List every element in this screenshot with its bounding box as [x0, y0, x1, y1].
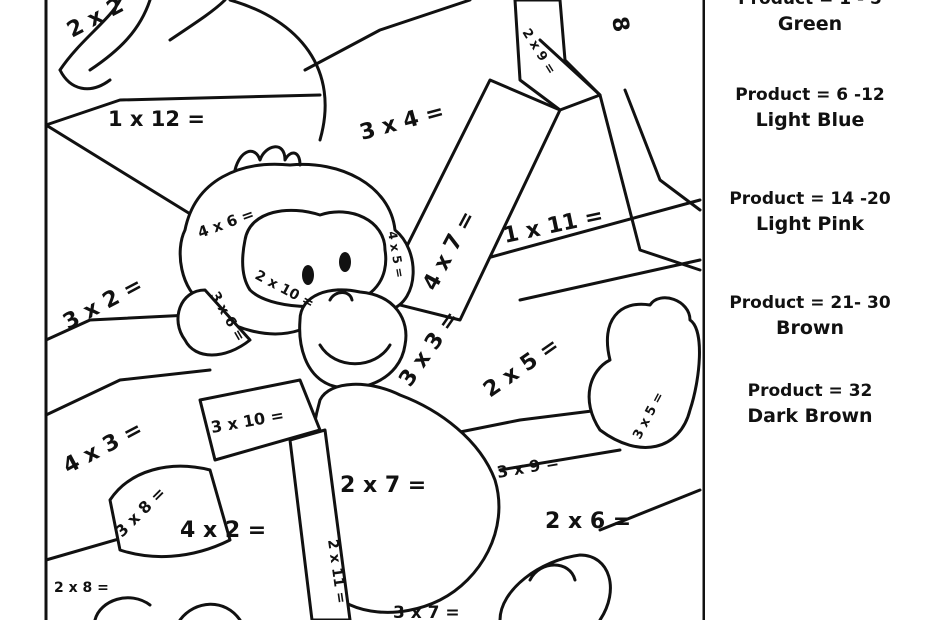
- monkey-ear: [176, 288, 252, 357]
- eq-1x11: 1 x 11 =: [501, 203, 606, 249]
- nose: [328, 291, 354, 302]
- page-border: [44, 0, 705, 620]
- bottom-left-shape: [93, 596, 242, 620]
- raised-arm: [378, 78, 562, 322]
- eq-2x2: 2 x 2: [63, 0, 128, 43]
- key-light-pink: Product = 14 -20 Light Pink: [705, 188, 915, 238]
- eq-3x7: 3 x 7 =: [393, 603, 460, 620]
- right-eye: [339, 252, 351, 272]
- eq-3x4: 3 x 4 =: [357, 99, 447, 145]
- key-brown: Product = 21- 30 Brown: [705, 292, 915, 342]
- muzzle: [298, 288, 408, 390]
- color-key: Product = 1 - 5 Green Product = 6 -12 Li…: [705, 0, 930, 620]
- bottom-foot: [498, 553, 612, 620]
- key-rule: Product = 14 -20: [729, 189, 891, 209]
- coloring-page-artwork: 2 x 2 8 2 x 9 = 1 x 12 = 3 x 4 = 4 x 6 =…: [44, 0, 705, 620]
- key-light-blue: Product = 6 -12 Light Blue: [705, 84, 915, 134]
- eq-3x2: 3 x 2 =: [59, 273, 147, 336]
- key-green: Product = 1 - 5 Green: [705, 0, 915, 38]
- eq-4x2: 4 x 2 =: [180, 518, 266, 543]
- key-dark-brown: Product = 32 Dark Brown: [705, 380, 915, 430]
- right-arm-stripe: [538, 38, 702, 272]
- left-eye: [302, 265, 314, 285]
- key-color-name: Brown: [776, 317, 844, 339]
- tail-wave: [58, 0, 227, 91]
- eq-2x8: 2 x 8 =: [54, 580, 109, 596]
- eq-1x12: 1 x 12 =: [108, 107, 205, 131]
- key-color-name: Dark Brown: [747, 405, 873, 427]
- key-rule: Product = 32: [747, 381, 873, 401]
- left-leg: [108, 464, 232, 558]
- hair-tuft: [233, 145, 302, 172]
- key-color-name: Green: [777, 13, 843, 35]
- eq-2x7: 2 x 7 =: [340, 473, 426, 498]
- face-mask: [241, 208, 388, 308]
- right-hand: [587, 296, 701, 449]
- key-rule: Product = 21- 30: [729, 293, 891, 313]
- mouth: [318, 343, 392, 366]
- eq-3x9: 3 x 9 =: [495, 452, 560, 482]
- key-rule: Product = 1 - 5: [705, 0, 915, 10]
- eq-2x6: 2 x 6 =: [545, 509, 631, 534]
- key-color-name: Light Pink: [755, 213, 865, 235]
- eq-4x3: 4 x 3 =: [59, 417, 147, 480]
- eq-top-8: 8: [606, 15, 633, 34]
- eq-2x5: 2 x 5 =: [479, 333, 564, 403]
- key-color-name: Light Blue: [755, 109, 865, 131]
- big-arc: [228, 0, 327, 142]
- key-rule: Product = 6 -12: [735, 85, 885, 105]
- hanging-tail: [288, 428, 352, 620]
